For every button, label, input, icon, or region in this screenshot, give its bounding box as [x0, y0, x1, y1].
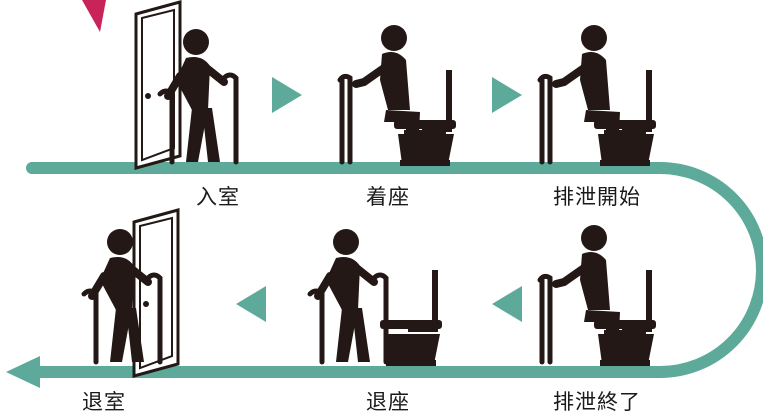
arrow-left-icon — [236, 286, 266, 322]
step-label-enter: 入室 — [196, 185, 240, 209]
flow-track — [26, 162, 763, 378]
arrow-left-icon — [492, 286, 522, 322]
seated-person-icon — [340, 25, 456, 166]
flow-arrowhead-icon — [6, 356, 40, 388]
person-standing-up-icon — [310, 229, 386, 362]
step-label-end: 排泄終了 — [553, 390, 641, 414]
accent-arrow-tip — [82, 0, 106, 32]
arrow-right-icon — [492, 77, 522, 113]
step-label-sit: 着座 — [366, 185, 410, 209]
step-label-start: 排泄開始 — [553, 185, 641, 209]
step-label-exit: 退室 — [82, 390, 126, 414]
step-label-stand: 退座 — [366, 390, 410, 414]
seated-person-icon — [540, 225, 656, 366]
arrow-right-icon — [272, 77, 302, 113]
seated-person-icon — [540, 25, 656, 166]
toilet-icon — [380, 270, 442, 366]
